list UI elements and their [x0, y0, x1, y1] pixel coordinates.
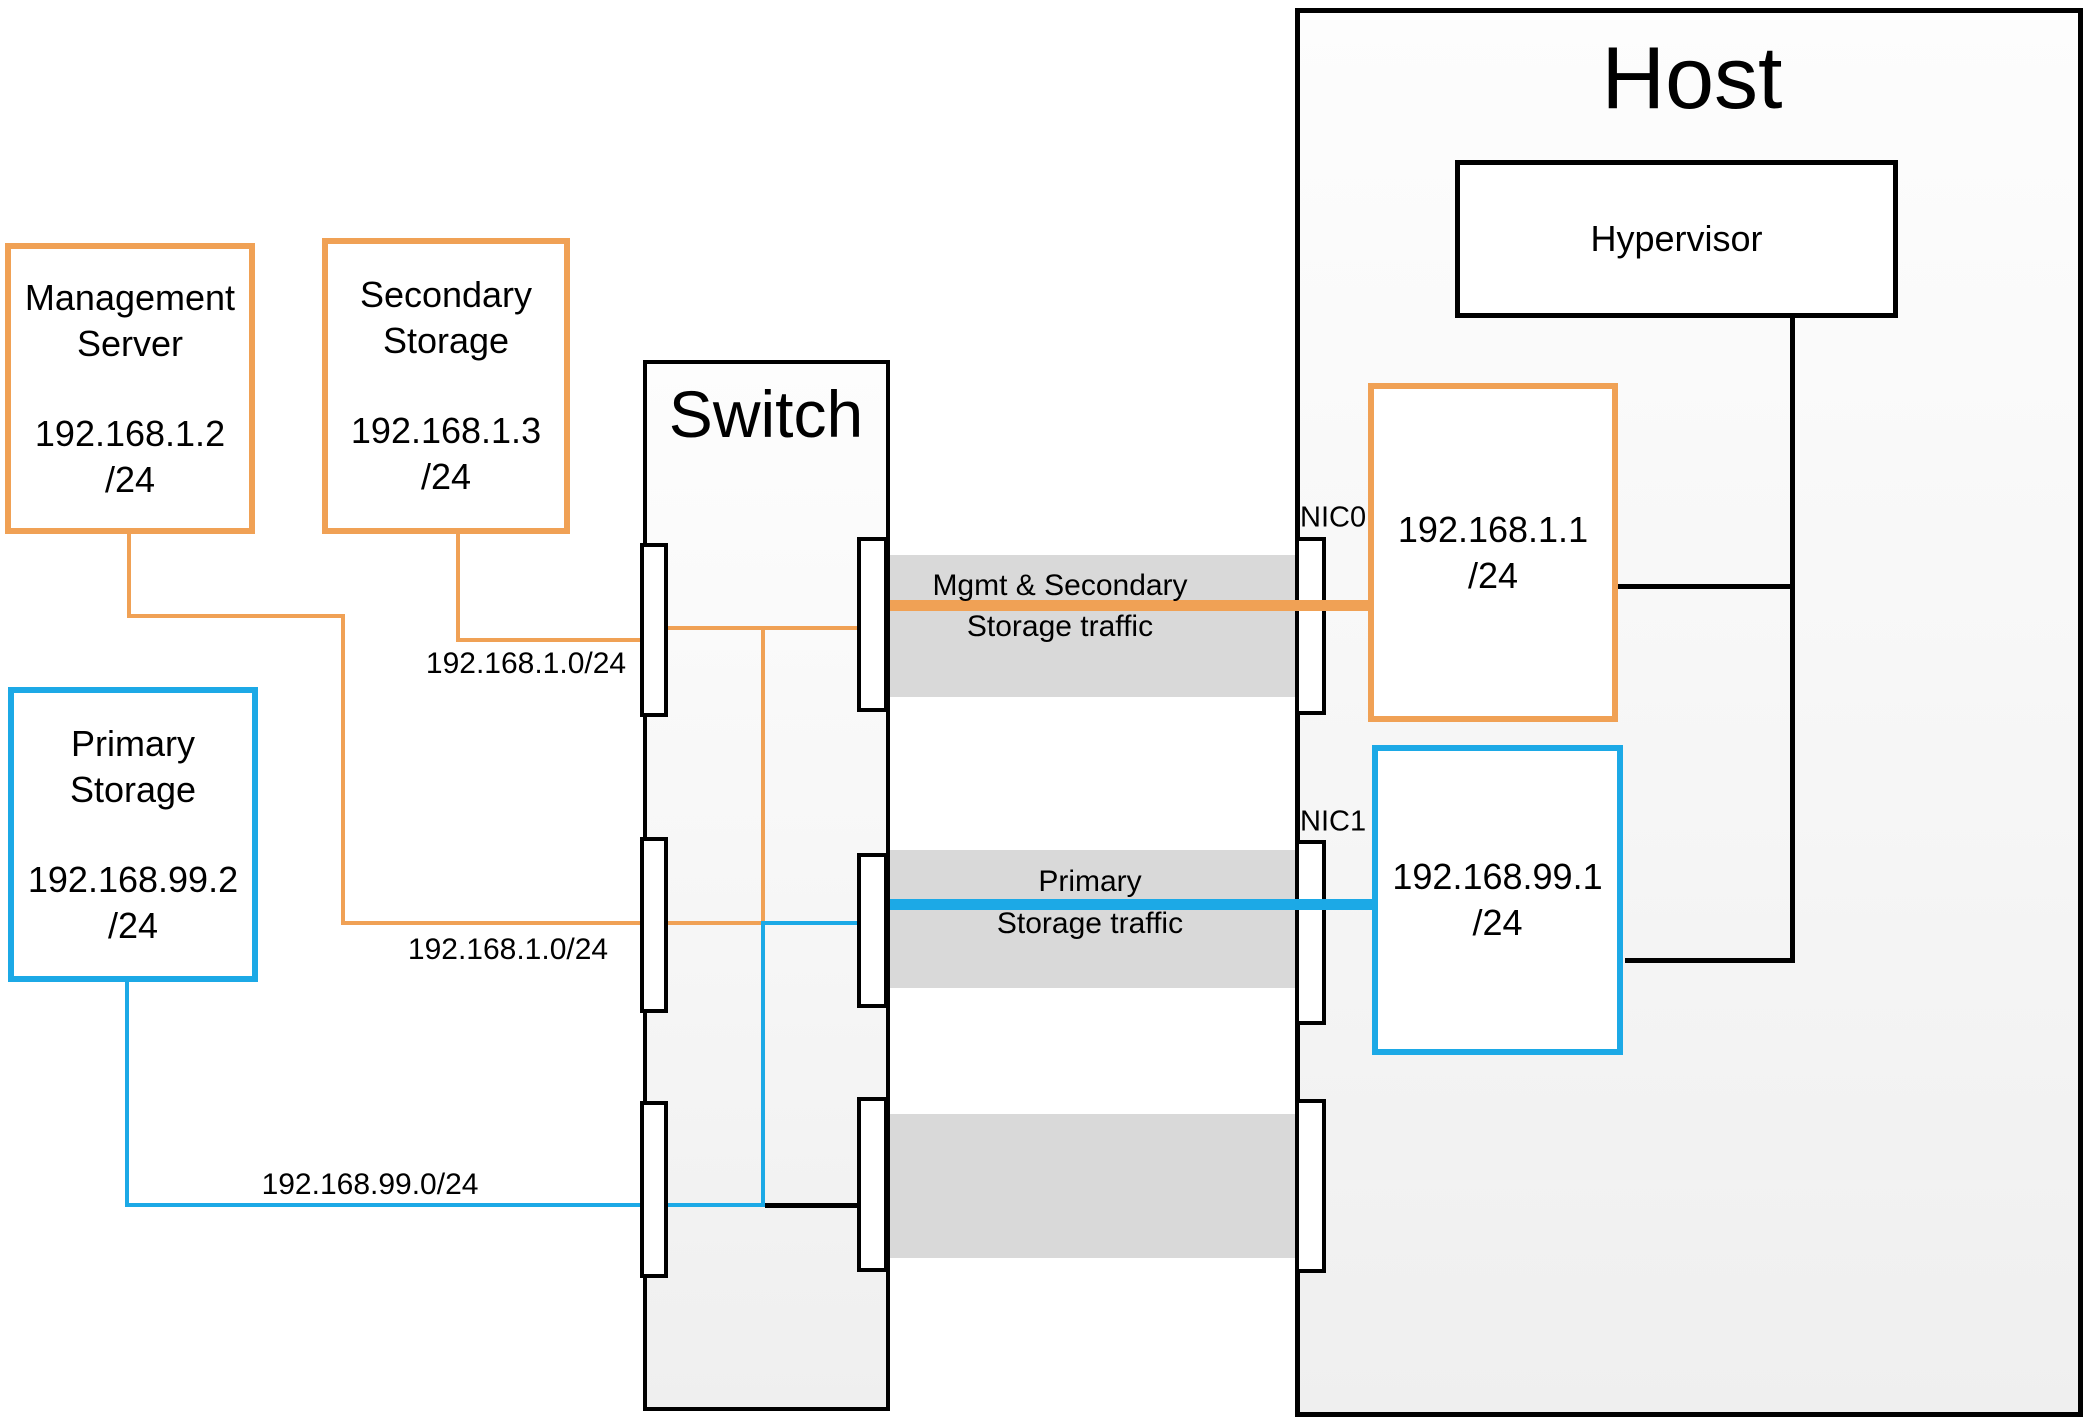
hypervisor-label: Hypervisor [1590, 218, 1763, 259]
secondary-storage-cidr: /24 [420, 456, 472, 497]
secondary-storage-box: Secondary Storage 192.168.1.3 /24 [322, 238, 570, 534]
link-secondary-run [456, 638, 644, 642]
host-title: Host [1601, 28, 1783, 127]
link-primary-run [125, 1203, 644, 1207]
host-port-nic0 [1295, 537, 1326, 715]
nic0-port-label: NIC0 [1300, 501, 1367, 534]
primary-storage-cidr: /24 [107, 904, 159, 946]
nic1-box: 192.168.99.1 /24 [1372, 745, 1623, 1055]
traffic-band-primary [890, 850, 1295, 988]
primary-storage-ip: 192.168.99.2 [27, 858, 239, 900]
link-management-drop2 [341, 614, 345, 925]
traffic-label-primary-line1: Primary [1038, 865, 1142, 898]
switch-internal-orange-run2 [666, 921, 765, 925]
switch-title: Switch [668, 377, 864, 451]
traffic-label-mgmt-line2: Storage traffic [966, 610, 1154, 643]
subnet-label-primary-link: 192.168.99.0/24 [261, 1168, 479, 1201]
secondary-storage-name-line2: Storage [382, 320, 510, 361]
switch-internal-black-stub [765, 1203, 859, 1208]
switch-port-right-2 [857, 853, 888, 1008]
nic0-ip: 192.168.1.1 [1397, 508, 1589, 550]
primary-storage-name-line1: Primary [71, 722, 195, 764]
management-server-name-line2: Server [76, 322, 184, 364]
host-riser-line [1790, 318, 1795, 963]
switch-internal-blue-riser [761, 921, 765, 1207]
secondary-storage-name-line1: Secondary [359, 274, 533, 315]
link-secondary-drop [456, 534, 460, 642]
switch-internal-blue-run [666, 1203, 765, 1207]
traffic-line-primary [890, 899, 1372, 910]
switch-internal-blue-run2 [761, 921, 859, 925]
hypervisor-box: Hypervisor [1455, 160, 1898, 318]
traffic-band-mgmt [890, 555, 1295, 697]
host-port-nic1 [1295, 840, 1326, 1025]
switch-port-left-1 [640, 543, 668, 717]
subnet-label-management-link: 192.168.1.0/24 [407, 933, 609, 966]
link-primary-drop [125, 982, 129, 1207]
link-management-run1 [127, 614, 345, 618]
nic0-box: 192.168.1.1 /24 [1368, 383, 1618, 722]
switch-port-left-2 [640, 837, 668, 1013]
nic1-ip: 192.168.99.1 [1392, 856, 1603, 897]
secondary-storage-ip: 192.168.1.3 [350, 410, 542, 451]
switch-internal-orange-riser [761, 626, 765, 925]
switch-port-right-3 [857, 1097, 888, 1272]
nic1-port-label: NIC1 [1300, 805, 1367, 838]
switch-box [643, 360, 890, 1411]
link-management-run2 [341, 921, 644, 925]
link-management-drop [127, 534, 131, 618]
traffic-band-unused [890, 1114, 1295, 1258]
traffic-label-primary-line2: Storage traffic [996, 907, 1184, 940]
traffic-label-mgmt-line1: Mgmt & Secondary [932, 569, 1188, 602]
switch-port-right-1 [857, 537, 888, 712]
host-stub-nic1 [1625, 958, 1790, 963]
nic1-cidr: /24 [1472, 902, 1523, 943]
management-server-box: Management Server 192.168.1.2 /24 [5, 243, 255, 534]
subnet-label-secondary-link: 192.168.1.0/24 [425, 647, 627, 680]
host-port-unused [1295, 1099, 1326, 1273]
nic0-cidr: /24 [1467, 554, 1519, 596]
primary-storage-name-line2: Storage [69, 768, 197, 810]
management-server-cidr: /24 [104, 458, 156, 500]
traffic-line-mgmt [890, 600, 1368, 611]
primary-storage-box: Primary Storage 192.168.99.2 /24 [8, 687, 258, 982]
host-stub-nic0 [1618, 584, 1790, 589]
management-server-name-line1: Management [24, 276, 236, 318]
switch-port-left-3 [640, 1101, 668, 1278]
management-server-ip: 192.168.1.2 [34, 412, 226, 454]
